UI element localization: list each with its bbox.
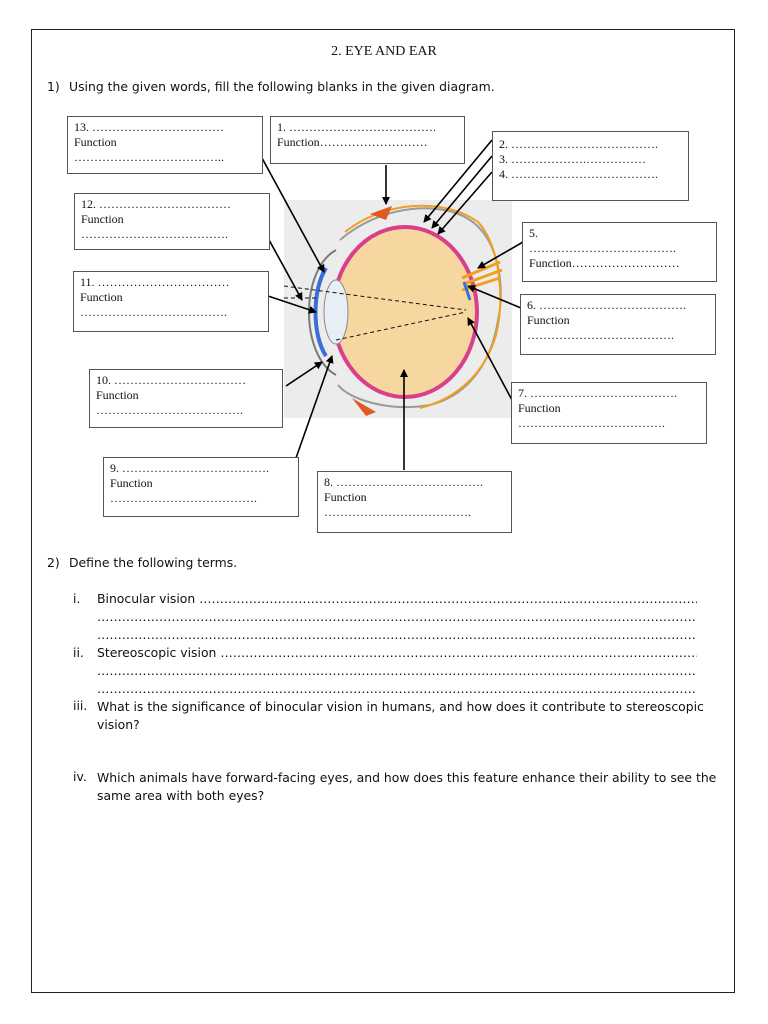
label-box-10[interactable]: 10. …………………………… Function ………………………………. bbox=[89, 369, 283, 428]
label-box-1[interactable]: 1. ………………………………. Function……………………… bbox=[270, 116, 465, 164]
label-box-12[interactable]: 12. …………………………… Function ………………………………. bbox=[74, 193, 270, 250]
question-2-number: 2) bbox=[47, 555, 60, 570]
label-box-13[interactable]: 13. …………………………… Function ……………………………….. bbox=[67, 116, 263, 174]
item-iv-number: iv. bbox=[73, 769, 87, 784]
item-i-number: i. bbox=[73, 591, 80, 606]
item-i-text: Binocular vision ……………………………………………………………… bbox=[97, 591, 697, 606]
answer-line[interactable]: …………………………………………………………………………………………………………… bbox=[97, 609, 695, 624]
item-ii-number: ii. bbox=[73, 645, 84, 660]
arrow-3 bbox=[432, 156, 492, 228]
question-2-text: Define the following terms. bbox=[69, 555, 237, 570]
label-box-6[interactable]: 6. ………………………………. Function ………………………………. bbox=[520, 294, 716, 355]
item-iii-number: iii. bbox=[73, 698, 87, 713]
arrow-7 bbox=[468, 318, 512, 400]
answer-line[interactable]: …………………………………………………………………………………………………………… bbox=[97, 681, 695, 696]
label-box-9[interactable]: 9. ………………………………. Function ………………………………. bbox=[103, 457, 299, 517]
vitreous-body bbox=[333, 227, 477, 397]
answer-line[interactable]: …………………………………………………………………………………………………………… bbox=[97, 627, 695, 642]
arrow-5 bbox=[478, 242, 523, 268]
arrow-9 bbox=[296, 356, 332, 458]
answer-line[interactable]: …………………………………………………………………………………………………………… bbox=[97, 663, 695, 678]
label-box-2-3-4[interactable]: 2. ………………………………. 3. ……………….…………… 4. …………… bbox=[492, 131, 689, 201]
label-box-11[interactable]: 11. …………………………… Function ………………………………. bbox=[73, 271, 269, 332]
arrow-13 bbox=[262, 158, 324, 272]
arrow-4 bbox=[438, 172, 492, 234]
label-box-7[interactable]: 7. ………………………………. Function ………………………………. bbox=[511, 382, 707, 444]
lens bbox=[324, 280, 348, 344]
item-iv-text: Which animals have forward-facing eyes, … bbox=[97, 769, 722, 805]
label-box-8[interactable]: 8. ………………………………. Function ………………………………. bbox=[317, 471, 512, 533]
arrow-12 bbox=[268, 238, 302, 300]
arrow-10 bbox=[286, 362, 322, 386]
label-box-5[interactable]: 5. ………………………………. Function……………………… bbox=[522, 222, 717, 282]
item-ii-text: Stereoscopic vision ……………………………………………………… bbox=[97, 645, 697, 660]
item-iii-text: What is the significance of binocular vi… bbox=[97, 698, 722, 734]
question-2: 2) Define the following terms. bbox=[47, 555, 60, 570]
